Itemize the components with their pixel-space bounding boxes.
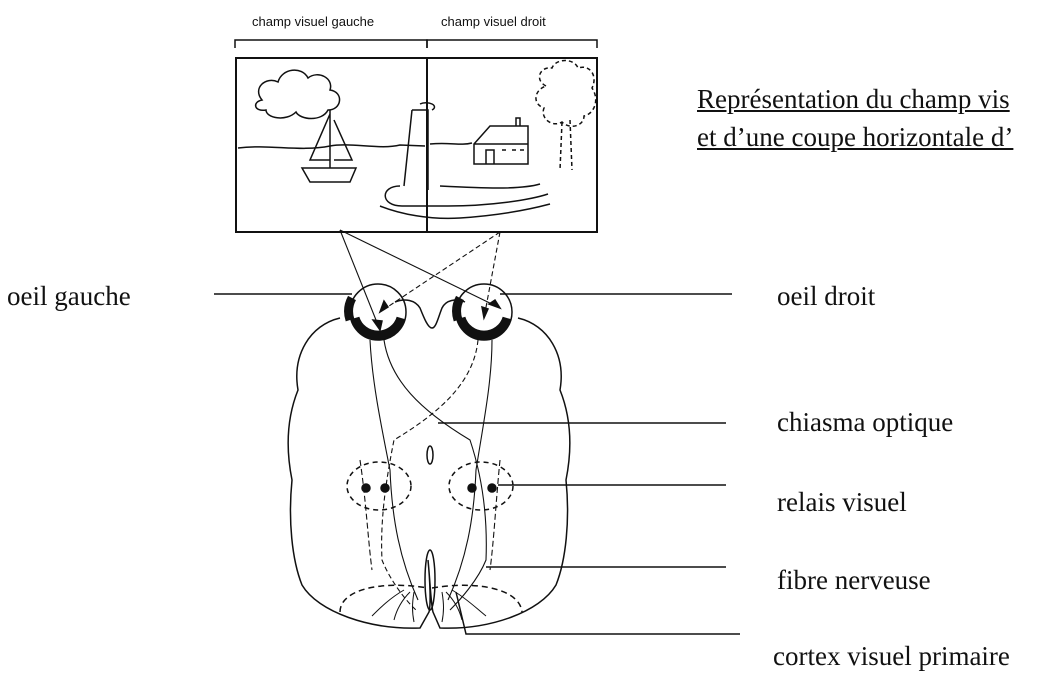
right-field-bracket — [427, 40, 597, 48]
leader-cortex — [456, 592, 740, 634]
right-retina — [457, 298, 507, 335]
relay-neuron — [488, 484, 496, 492]
tree-icon — [536, 61, 596, 171]
horizon-line-right — [430, 143, 472, 144]
optic-fiber — [360, 460, 372, 570]
arrowhead — [380, 301, 388, 312]
left-eye-label: oeil gauche — [7, 283, 131, 310]
left-field-label: champ visuel gauche — [252, 15, 374, 28]
arrowhead — [489, 300, 500, 308]
relay-label: relais visuel — [777, 489, 907, 516]
relay-neuron — [362, 484, 370, 492]
ventricle — [427, 446, 433, 464]
left-visual-cortex — [340, 585, 428, 612]
relay-neuron — [381, 484, 389, 492]
cortex-label: cortex visuel primaire — [773, 643, 1010, 670]
left-field-bracket — [235, 40, 427, 48]
arrowhead — [373, 320, 382, 330]
house-icon — [474, 118, 528, 164]
title-line-1: Représentation du champ vis — [697, 86, 1010, 113]
right-eye-label: oeil droit — [777, 283, 875, 310]
lighthouse-icon — [385, 103, 448, 206]
projection-line — [340, 230, 500, 308]
left-relay-nucleus — [347, 462, 411, 510]
fiber-label: fibre nerveuse — [777, 567, 931, 594]
horizon-line — [238, 145, 425, 148]
chiasm-label: chiasma optique — [777, 409, 953, 436]
arrowhead — [482, 307, 488, 318]
cloud-icon — [256, 70, 340, 118]
projection-line — [380, 232, 500, 312]
brain-outline — [288, 318, 570, 628]
title-line-2: et d’une coupe horizontale d’ — [697, 124, 1013, 151]
optic-fiber — [370, 340, 418, 600]
optic-fiber — [490, 460, 500, 570]
optic-fiber — [382, 340, 478, 610]
right-field-label: champ visuel droit — [441, 15, 546, 28]
cortex-fibers — [372, 590, 486, 622]
relay-neuron — [468, 484, 476, 492]
jetty-line — [440, 184, 548, 206]
